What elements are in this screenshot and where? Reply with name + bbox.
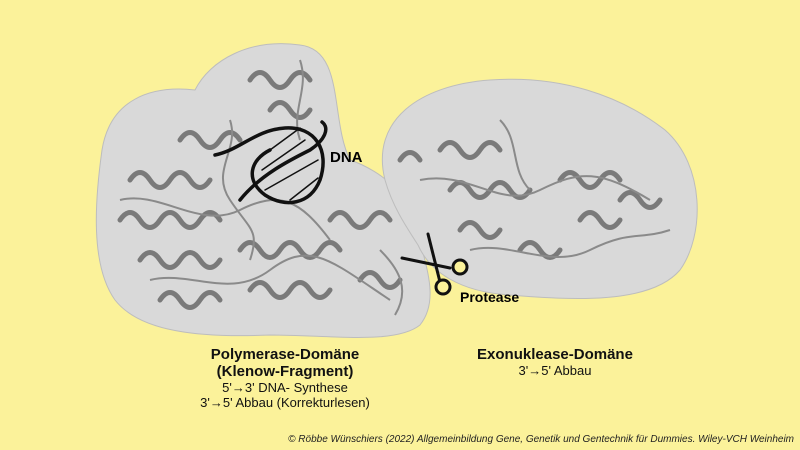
- copyright-notice: © Röbbe Wünschiers (2022) Allgemeinbildu…: [288, 434, 794, 445]
- polymerase-activity-proofreading: 3'→5' Abbau (Korrekturlesen): [200, 395, 370, 410]
- exonuclease-loops: [419, 119, 671, 259]
- polymerase-protein-structure: [117, 70, 403, 310]
- exonuclease-title: Exonuklease-Domäne: [477, 346, 633, 363]
- exonuclease-domain-blob: [381, 78, 698, 300]
- protease-label: Protease: [460, 289, 520, 305]
- polymerase-title: Polymerase-Domäne: [210, 346, 360, 363]
- polymerase-activity-synthesis: 5'→3' DNA- Synthese: [222, 380, 348, 395]
- dna-label: DNA: [330, 149, 363, 166]
- exonuclease-activity: 3'→5' Abbau: [518, 363, 592, 378]
- exonuclease-domain-caption: Exonuklease-Domäne 3'→5' Abbau: [455, 346, 655, 378]
- polymerase-domain-caption: Polymerase-Domäne (Klenow-Fragment) 5'→3…: [150, 346, 420, 410]
- scissors-icon: [400, 232, 469, 296]
- polymerase-loops: [119, 59, 404, 316]
- dna-helix-icon: [213, 120, 328, 205]
- klenow-fragment-subtitle: (Klenow-Fragment): [216, 363, 354, 380]
